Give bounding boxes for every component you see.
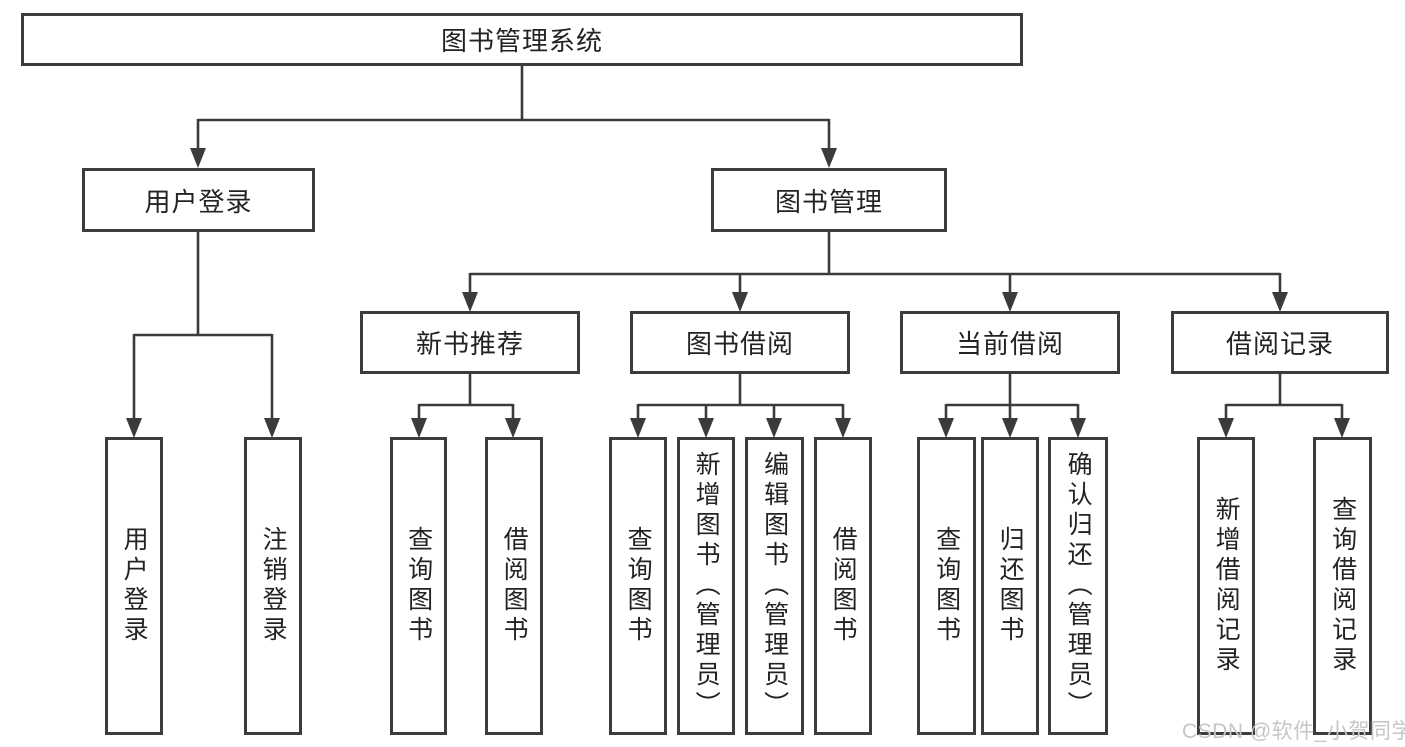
leaf-add-borrow-record: 新增借阅记录 [1197,437,1255,735]
leaf-add-book-admin: 新增图书（管理员） [677,437,735,735]
leaf-confirm-return-admin: 确认归还（管理员） [1048,437,1108,735]
node-current-borrowing: 当前借阅 [900,311,1120,374]
csdn-watermark: CSDN @软件_小贺同学 [1182,720,1405,743]
leaf-add-borrow-record-label: 新增借阅记录 [1212,496,1241,676]
leaf-query-borrow-record: 查询借阅记录 [1313,437,1372,735]
node-book-management-label: 图书管理 [774,186,883,217]
leaf-query-books-current: 查询图书 [917,437,976,735]
leaf-logout: 注销登录 [244,437,302,735]
leaf-user-login: 用户登录 [105,437,163,735]
node-root: 图书管理系统 [21,13,1023,66]
leaf-query-books-recommend-label: 查询图书 [404,526,433,646]
node-borrow-records-label: 借阅记录 [1225,329,1334,359]
leaf-query-borrow-record-label: 查询借阅记录 [1328,496,1357,676]
leaf-query-books-borrowing: 查询图书 [609,437,667,735]
leaf-return-book-label: 归还图书 [996,526,1025,646]
leaf-edit-book-admin: 编辑图书（管理员） [745,437,804,735]
leaf-add-book-admin-label: 新增图书（管理员） [692,451,721,721]
leaf-confirm-return-admin-label: 确认归还（管理员） [1064,451,1093,721]
node-book-borrowing-label: 图书借阅 [685,329,794,359]
node-user-login-label: 用户登录 [144,186,253,217]
leaf-query-books-borrowing-label: 查询图书 [624,526,653,646]
leaf-borrow-books-borrowing-label: 借阅图书 [829,526,858,646]
leaf-query-books-recommend: 查询图书 [390,437,447,735]
leaf-user-login-label: 用户登录 [120,526,149,646]
node-new-book-recommend-label: 新书推荐 [415,329,524,359]
node-book-borrowing: 图书借阅 [630,311,850,374]
node-borrow-records: 借阅记录 [1171,311,1389,374]
leaf-return-book: 归还图书 [981,437,1039,735]
leaf-borrow-books-borrowing: 借阅图书 [814,437,872,735]
leaf-edit-book-admin-label: 编辑图书（管理员） [760,451,789,721]
node-new-book-recommend: 新书推荐 [360,311,580,374]
node-book-management: 图书管理 [711,168,947,232]
node-root-label: 图书管理系统 [440,26,603,56]
leaf-query-books-current-label: 查询图书 [932,526,961,646]
node-current-borrowing-label: 当前借阅 [955,329,1064,359]
leaf-borrow-books-recommend: 借阅图书 [485,437,543,735]
leaf-logout-label: 注销登录 [259,526,288,646]
node-user-login: 用户登录 [82,168,315,232]
leaf-borrow-books-recommend-label: 借阅图书 [500,526,529,646]
